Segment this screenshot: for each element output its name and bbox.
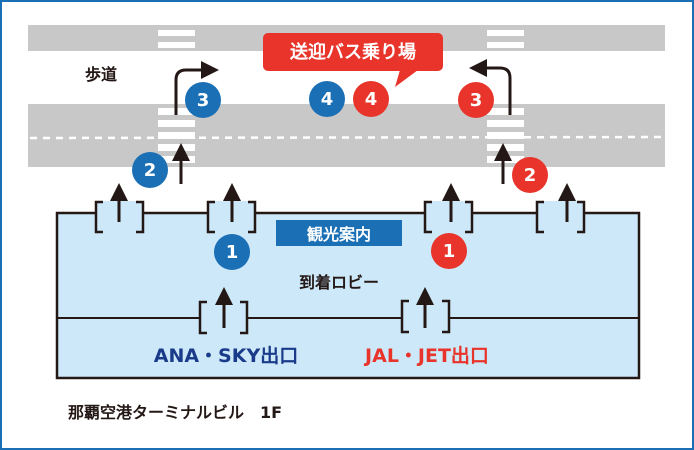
door-top-3: [423, 200, 474, 234]
marker-red-4-num: 4: [365, 89, 378, 110]
tourist-info-box: [276, 220, 402, 246]
sidewalk-label: 歩道: [85, 65, 117, 84]
marker-blue-3: [185, 82, 221, 118]
marker-blue-1: [214, 234, 250, 270]
red-markers: [353, 81, 548, 269]
footer-title: 那覇空港ターミナルビル 1F: [68, 403, 282, 422]
tourist-info-label: 観光案内: [307, 225, 371, 244]
marker-red-3: [458, 82, 494, 118]
marker-red-2-num: 2: [524, 165, 537, 186]
jal-exit-label: JAL・JET出口: [363, 344, 489, 367]
main-road: [28, 104, 665, 167]
ana-exit-label: ANA・SKY出口: [154, 344, 298, 367]
marker-blue-3-num: 3: [197, 90, 210, 111]
arrow-turn-right: [174, 61, 219, 115]
door-top-4: [535, 200, 586, 234]
marker-red-2: [512, 157, 548, 193]
center-dashed-line: [29, 135, 666, 140]
crosswalk-top-left: [158, 30, 195, 48]
blue-markers: [132, 81, 345, 270]
marker-red-3-num: 3: [470, 90, 483, 111]
arrow-turn-left: [469, 59, 512, 115]
marker-blue-2-num: 2: [144, 160, 157, 181]
marker-red-1: [431, 233, 467, 269]
marker-red-1-num: 1: [443, 241, 456, 262]
marker-blue-4: [309, 81, 345, 117]
marker-blue-4-num: 4: [321, 89, 334, 110]
marker-red-4: [353, 81, 389, 117]
arrival-lobby-label: 到着ロビー: [299, 273, 379, 292]
marker-blue-2: [132, 152, 168, 188]
bus-stop-label: 送迎バス乗り場: [289, 41, 416, 63]
marker-blue-1-num: 1: [226, 242, 239, 263]
crosswalk-top-right: [487, 30, 524, 48]
bus-stop-callout: [263, 33, 443, 87]
